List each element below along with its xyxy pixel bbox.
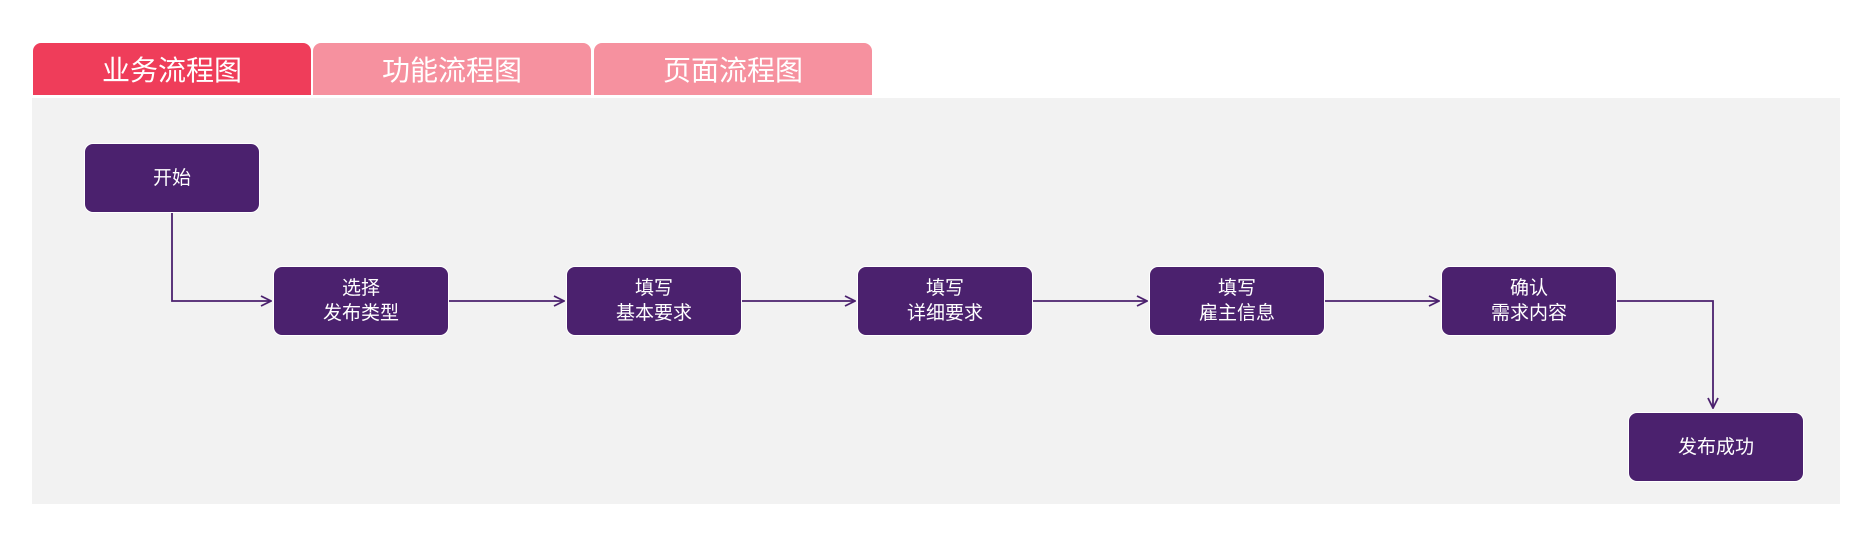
tab-business-flow[interactable]: 业务流程图 [33,43,311,95]
node-label-line1: 填写 [925,277,964,299]
edge-confirm-to-success [1617,300,1713,408]
node-label: 开始 [152,166,191,189]
flow-connectors [171,213,1840,504]
node-label-line2: 发布类型 [322,302,399,324]
flow-node-detail-req[interactable]: 填写 详细要求 [857,266,1033,336]
node-label-line1: 填写 [634,277,673,299]
flow-node-confirm[interactable]: 确认 需求内容 [1441,266,1617,336]
node-label-line1: 填写 [1217,277,1256,299]
flow-node-success[interactable]: 发布成功 [1628,412,1804,482]
node-label-line2: 基本要求 [615,302,692,324]
node-label-line1: 选择 [341,277,380,299]
node-label-line2: 雇主信息 [1198,302,1275,324]
node-label-line1: 确认 [1509,277,1548,299]
node-label-line2: 需求内容 [1490,302,1567,324]
flow-node-employer-info[interactable]: 填写 雇主信息 [1149,266,1325,336]
flowchart-canvas: 开始 选择 发布类型 填写 基本要求 填写 详细要求 填写 雇主信息 确认 需求… [32,98,1840,504]
flow-node-start[interactable]: 开始 [84,143,260,213]
tab-page-flow[interactable]: 页面流程图 [594,43,872,95]
flow-node-basic-req[interactable]: 填写 基本要求 [566,266,742,336]
edge-start-to-select-type [171,213,271,301]
node-label: 发布成功 [1677,435,1754,458]
flow-node-select-type[interactable]: 选择 发布类型 [273,266,449,336]
tab-function-flow[interactable]: 功能流程图 [313,43,591,95]
node-label-line2: 详细要求 [906,302,983,324]
